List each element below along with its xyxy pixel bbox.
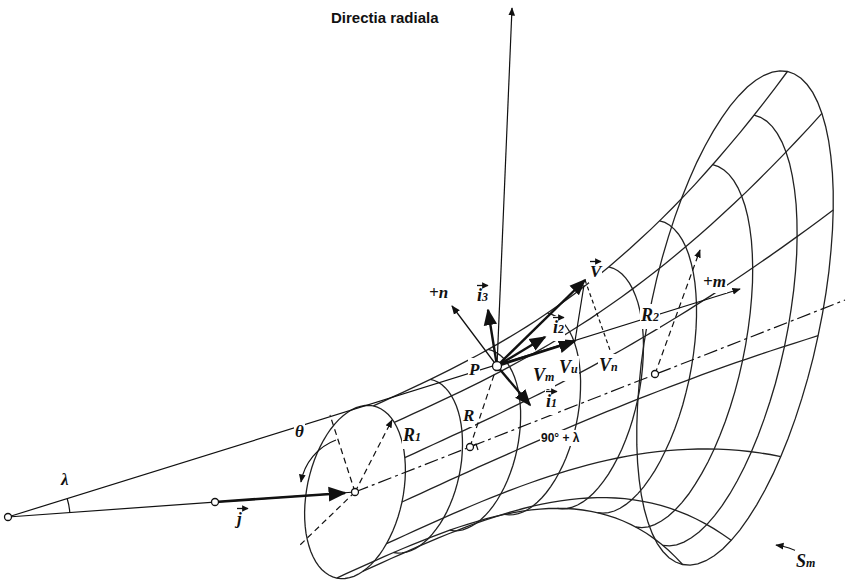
- dimension-label: R2: [640, 304, 660, 329]
- lambda-arc: [67, 499, 70, 513]
- direction-label: +m: [702, 270, 727, 293]
- axis-dashdot: [355, 300, 845, 492]
- section-line: [636, 165, 753, 528]
- point-p: [493, 362, 502, 371]
- meridian-line: [363, 498, 732, 572]
- surface-label: Sm: [795, 550, 816, 575]
- vector-label: j: [236, 507, 243, 530]
- inner-dashed: [330, 415, 355, 492]
- meridian-line: [402, 336, 818, 502]
- vector-label: i3: [476, 284, 489, 309]
- vector-i3: [488, 310, 497, 366]
- inlet-circle: [305, 405, 406, 578]
- dimension-label: R: [462, 404, 475, 427]
- construction-lines: [8, 8, 845, 553]
- meridian-line: [405, 210, 833, 458]
- radius-r1: [355, 420, 392, 492]
- point: [5, 514, 12, 521]
- direction-label: +n: [428, 281, 449, 304]
- meridional-line: [8, 289, 740, 517]
- component-label: Vm: [532, 364, 555, 389]
- point: [467, 444, 474, 451]
- angle-label: λ: [60, 468, 70, 491]
- theta-arc: [301, 440, 336, 482]
- meridian-line: [387, 449, 781, 544]
- axis-title: Directia radiala: [330, 8, 440, 27]
- outlet-rim: [637, 71, 833, 565]
- points: [5, 362, 659, 521]
- radial-direction-line: [497, 8, 512, 366]
- vector-vu: [575, 285, 584, 341]
- section-line: [557, 267, 643, 509]
- vector-i1: [497, 366, 530, 405]
- surface-grid: [305, 71, 834, 579]
- point: [652, 371, 659, 378]
- angle-label: θ: [294, 420, 305, 443]
- vector-label: i1: [545, 390, 558, 415]
- dimension-label: R1: [402, 424, 422, 449]
- vector-label: V: [589, 260, 602, 283]
- radius-r2: [655, 250, 700, 374]
- component-label: Vu: [558, 356, 579, 381]
- angle-label: 90° + λ: [540, 430, 581, 446]
- vector-v: [497, 280, 585, 366]
- component-label: Vn: [598, 354, 619, 379]
- vector-label: i2: [552, 316, 565, 341]
- vector-n: [452, 306, 497, 366]
- vector-j: [215, 493, 345, 502]
- point: [212, 499, 219, 506]
- point: [352, 489, 359, 496]
- axis-line: [8, 492, 355, 517]
- section-line: [663, 115, 797, 546]
- section-line: [598, 221, 697, 513]
- meridian-line: [373, 72, 787, 406]
- vectors: [215, 280, 610, 502]
- point-label: P: [468, 358, 480, 381]
- vector-vn: [585, 280, 610, 350]
- inner-dashed: [300, 492, 355, 545]
- vector-i2: [497, 337, 545, 366]
- section-line: [394, 379, 463, 553]
